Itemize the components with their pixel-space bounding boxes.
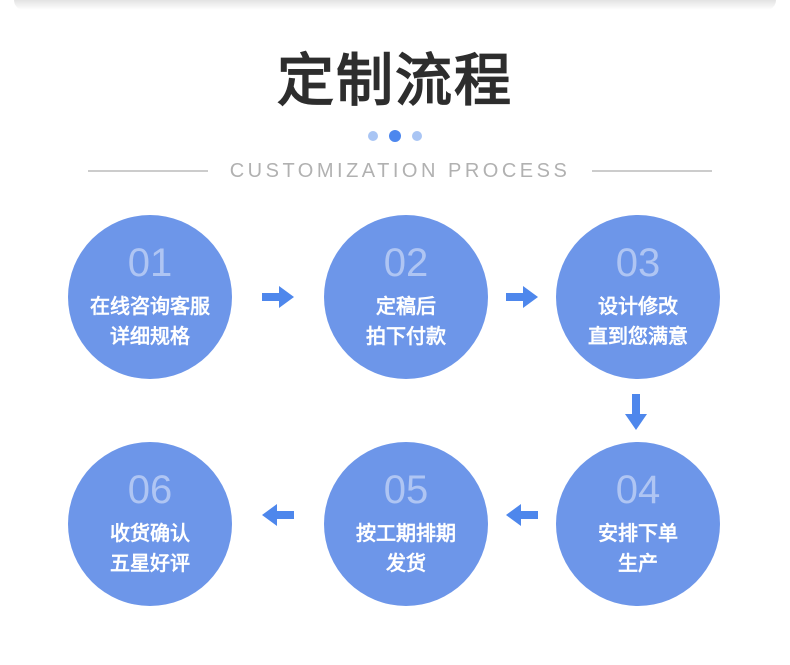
step-circle-1: 01 在线咨询客服 详细规格 xyxy=(68,215,232,379)
step-circle-3: 03 设计修改 直到您满意 xyxy=(556,215,720,379)
dot-icon xyxy=(368,131,378,141)
step-number: 01 xyxy=(127,240,173,285)
step-label: 在线咨询客服 详细规格 xyxy=(90,292,210,352)
step-circle-5: 05 按工期排期 发货 xyxy=(324,442,488,606)
step-label-line2: 直到您满意 xyxy=(588,325,688,348)
step-circle-6: 06 收货确认 五星好评 xyxy=(68,442,232,606)
step-label-line1: 在线咨询客服 xyxy=(90,295,210,318)
step-label: 安排下单 生产 xyxy=(598,519,678,579)
step-label-line1: 收货确认 xyxy=(110,522,190,545)
step-circle-4: 04 安排下单 生产 xyxy=(556,442,720,606)
arrow-right-icon xyxy=(262,286,294,308)
step-label-line1: 按工期排期 xyxy=(356,522,456,545)
page-title: 定制流程 xyxy=(277,49,513,113)
step-label-line2: 五星好评 xyxy=(110,552,190,575)
arrow-left-icon xyxy=(262,504,294,526)
subtitle-divider-left xyxy=(88,170,208,172)
step-label-line2: 发货 xyxy=(386,552,426,575)
step-circle-2: 02 定稿后 拍下付款 xyxy=(324,215,488,379)
step-label-line2: 生产 xyxy=(618,552,658,575)
top-section-shadow xyxy=(14,0,776,10)
step-number: 04 xyxy=(615,467,661,512)
page-subtitle: CUSTOMIZATION PROCESS xyxy=(229,159,571,182)
step-label: 设计修改 直到您满意 xyxy=(588,292,688,352)
dot-icon xyxy=(389,130,401,142)
title-accent-dots xyxy=(0,130,790,142)
step-label: 按工期排期 发货 xyxy=(356,519,456,579)
arrow-down-icon xyxy=(625,394,647,430)
subtitle-divider-right xyxy=(592,170,712,172)
step-number: 05 xyxy=(383,467,429,512)
step-label: 定稿后 拍下付款 xyxy=(366,292,446,352)
subtitle-row: CUSTOMIZATION PROCESS xyxy=(88,157,712,185)
arrow-right-icon xyxy=(506,286,538,308)
arrow-left-icon xyxy=(506,504,538,526)
step-label-line1: 定稿后 xyxy=(376,295,436,318)
step-label-line1: 安排下单 xyxy=(598,522,678,545)
step-number: 06 xyxy=(127,467,173,512)
dot-icon xyxy=(412,131,422,141)
step-number: 02 xyxy=(383,240,429,285)
step-label-line1: 设计修改 xyxy=(598,295,678,318)
step-label-line2: 详细规格 xyxy=(110,325,190,348)
step-label-line2: 拍下付款 xyxy=(366,325,446,348)
step-number: 03 xyxy=(615,240,661,285)
step-label: 收货确认 五星好评 xyxy=(110,519,190,579)
